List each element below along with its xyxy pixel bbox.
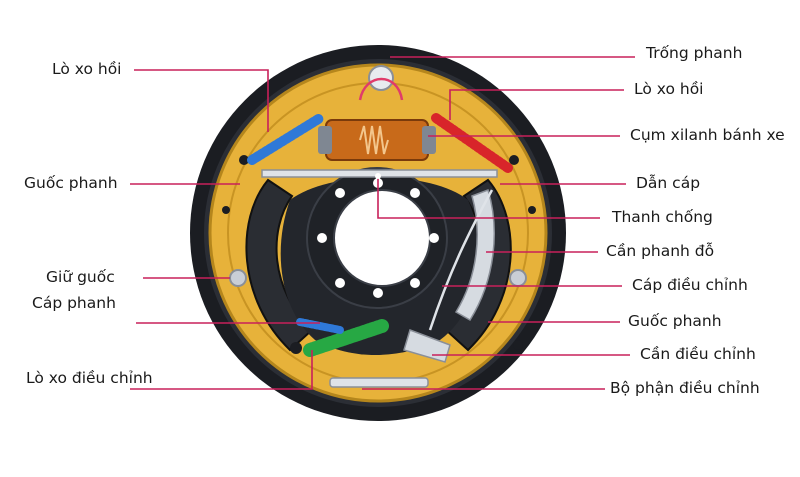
wheel-cylinder-end-left — [318, 126, 332, 154]
label-guoc-phanh-right: Guốc phanh — [628, 312, 722, 330]
adjusting-spring — [303, 319, 389, 357]
adjuster-assembly — [329, 377, 429, 388]
adjuster-lever — [403, 329, 451, 363]
leader-lo-xo-hoi-left — [134, 69, 269, 132]
parking-brake-lever — [454, 189, 495, 322]
shoe-retainer-left — [229, 269, 247, 287]
label-can-dieu-chinh: Cần điều chỉnh — [640, 345, 756, 363]
label-trong-phanh: Trống phanh — [646, 44, 743, 62]
label-dan-cap: Dẫn cáp — [636, 174, 701, 192]
label-thanh-chong: Thanh chống — [612, 208, 713, 226]
label-bo-phan-dieu-chinh: Bộ phận điều chỉnh — [610, 379, 760, 397]
hub-hole — [333, 189, 431, 287]
brake-shoe-left — [245, 178, 314, 352]
shoe-retainer-right — [509, 269, 527, 287]
plate-holes — [222, 155, 536, 354]
wheel-cylinder-spring — [359, 125, 389, 155]
label-can-phanh-do: Cần phanh đỗ — [606, 242, 715, 260]
top-cable-loop — [358, 77, 404, 101]
return-spring-left — [247, 113, 325, 165]
lug-holes — [317, 178, 439, 298]
label-guoc-phanh-left: Guốc phanh — [24, 174, 118, 192]
label-lo-xo-hoi-right: Lò xo hồi — [634, 80, 704, 98]
adjuster-cable — [428, 189, 494, 331]
return-spring-right — [431, 113, 513, 173]
label-lo-xo-dieu-chinh: Lò xo điều chỉnh — [26, 369, 153, 387]
label-cum-xilanh: Cụm xilanh bánh xe — [630, 126, 785, 144]
leader-lo-xo-dieu-chinh — [130, 350, 313, 390]
leader-lo-xo-hoi-right — [449, 89, 624, 120]
leader-thanh-chong — [377, 176, 600, 219]
label-cap-phanh: Cáp phanh — [32, 294, 116, 312]
strut-bar-dot — [375, 173, 381, 179]
wheel-cylinder-end-right — [422, 126, 436, 154]
label-lo-xo-hoi-left: Lò xo hồi — [52, 60, 122, 78]
label-cap-dieu-chinh: Cáp điều chỉnh — [632, 276, 748, 294]
label-giu-guoc: Giữ guốc — [46, 268, 115, 286]
